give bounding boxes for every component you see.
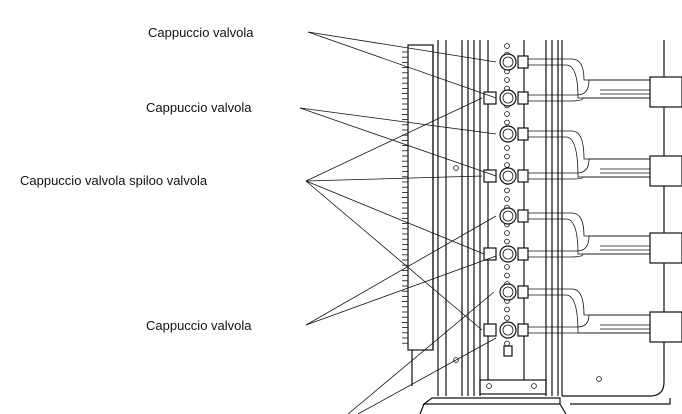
hole [504, 187, 510, 194]
valve-ring [502, 128, 514, 140]
valve [499, 53, 529, 71]
valve [483, 89, 529, 107]
valve-column [483, 53, 529, 357]
pipe [528, 314, 650, 328]
valve-fitting [517, 285, 529, 299]
valve-body [499, 53, 517, 71]
valve-ring [502, 324, 514, 336]
hole [504, 230, 510, 236]
valve-ring [502, 92, 514, 104]
callout-label-3: Cappuccio valvola spiloo valvola [20, 173, 208, 188]
hole [504, 272, 510, 279]
valve-fitting [517, 55, 529, 69]
pipe [528, 79, 650, 96]
hole [504, 119, 510, 126]
fin-column [402, 44, 434, 386]
valve [483, 167, 529, 185]
callout-label-2: Cappuccio valvola [146, 100, 252, 115]
pipe [528, 218, 650, 255]
valve-body [499, 125, 517, 143]
pipe [528, 64, 650, 99]
hole [504, 264, 510, 270]
hole [504, 315, 510, 321]
callout-label-1: Cappuccio valvola [148, 25, 254, 40]
valve [499, 207, 529, 225]
valve-ring [502, 210, 514, 222]
pipe-collars [649, 76, 682, 343]
valve-body [499, 321, 517, 339]
valve [499, 125, 529, 143]
pipe [528, 235, 650, 252]
valve-body [499, 89, 517, 107]
valve-cap [483, 91, 497, 105]
callout-label-4: Cappuccio valvola [146, 318, 252, 333]
valve-body [499, 245, 517, 263]
hole [504, 340, 510, 347]
valve-fitting [517, 169, 529, 183]
valve-body [499, 283, 517, 301]
hole [504, 162, 510, 168]
valve-fitting [517, 91, 529, 105]
valve-fitting [517, 127, 529, 141]
pipe [528, 212, 650, 237]
frame [419, 40, 671, 414]
pipe [528, 130, 650, 160]
pipe [528, 288, 650, 316]
hole [504, 43, 510, 49]
valve [483, 245, 529, 263]
pipe [528, 253, 650, 258]
valve-body [499, 167, 517, 185]
valve-fitting [517, 209, 529, 223]
hole [504, 153, 510, 160]
valve-ring [502, 170, 514, 182]
pipe-group [528, 58, 650, 334]
pipe [528, 97, 650, 102]
hole [504, 238, 510, 245]
valve-ring [502, 248, 514, 260]
drain-plug [503, 345, 513, 357]
hole [504, 306, 510, 313]
valve-cap [483, 323, 497, 337]
pipe [528, 58, 650, 81]
valve-ring [502, 286, 514, 298]
leader-lines [299, 31, 497, 414]
pipe [528, 176, 650, 180]
valve-ring [502, 56, 514, 68]
hole [504, 77, 510, 83]
hole [504, 145, 510, 151]
valve-body [499, 207, 517, 225]
hole [504, 196, 510, 202]
pipe [528, 158, 650, 174]
valve-cap [483, 169, 497, 183]
valve-fitting [517, 247, 529, 261]
valve [499, 283, 529, 301]
hole [504, 111, 510, 117]
pipe [528, 136, 650, 178]
valve-fitting [517, 323, 529, 337]
valve [483, 321, 529, 339]
